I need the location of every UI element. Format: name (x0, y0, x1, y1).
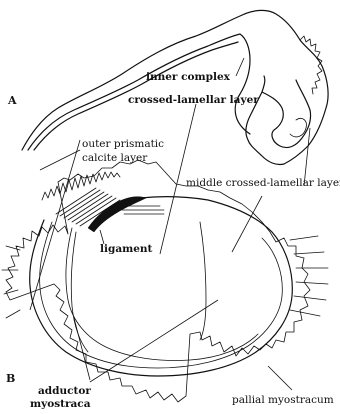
label-adductor-2: myostraca (30, 398, 91, 410)
leader-lines (30, 58, 310, 390)
label-inner-complex: inner complex (146, 71, 231, 83)
panel-label-a: A (7, 94, 17, 107)
section-jagged-edge (300, 36, 322, 94)
pallial-line (66, 228, 258, 361)
valve-inner-line (40, 222, 283, 368)
valve-interior-outline (30, 197, 293, 376)
section-inner-line-1 (28, 34, 250, 150)
label-crossed-lamellar: crossed-lamellar layer (128, 94, 259, 106)
label-middle-crossed: middle crossed-lamellar layer (186, 177, 340, 189)
panel-a-cross-section (22, 10, 328, 164)
section-outer-outline (22, 10, 328, 164)
inner-complex-shape (262, 80, 311, 148)
label-pallial: pallial myostracum (232, 394, 334, 406)
valve-radial-ribs (2, 236, 328, 318)
label-adductor-1: adductor (38, 385, 91, 397)
adductor-scar-1 (71, 232, 88, 352)
adductor-scar-2 (200, 222, 206, 340)
label-ligament: ligament (100, 243, 153, 255)
label-outer-prismatic-1: outer prismatic (82, 138, 164, 150)
panel-label-b: B (6, 372, 15, 385)
label-outer-prismatic-2: calcite layer (82, 152, 148, 164)
panel-b-valve (2, 160, 328, 402)
hinge-teeth (42, 172, 120, 200)
inner-complex-loop (290, 118, 306, 136)
